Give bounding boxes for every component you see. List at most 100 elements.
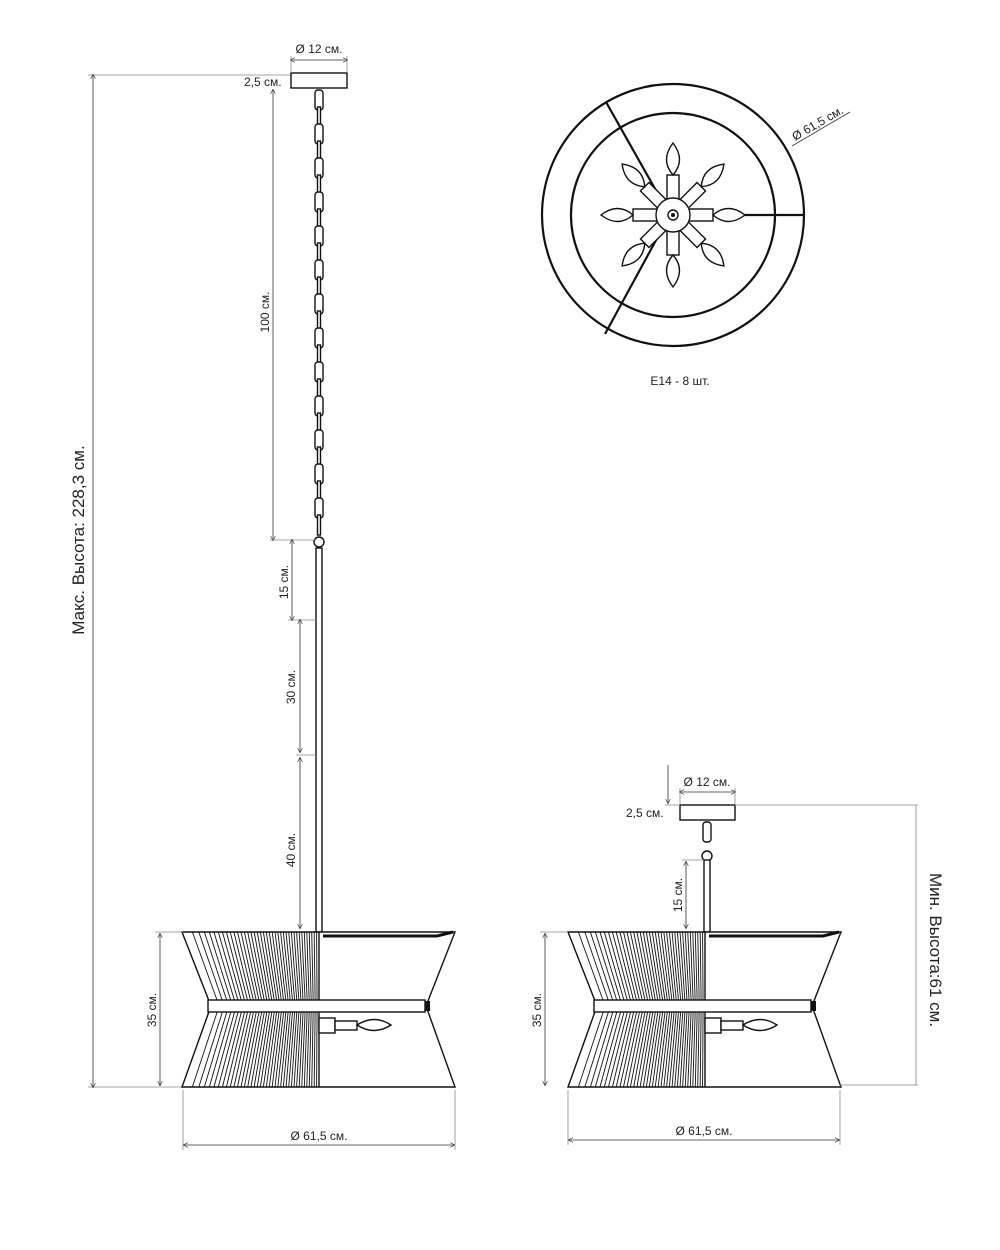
- shade-rib: [584, 931, 611, 1007]
- bulb: [665, 141, 681, 177]
- bulb-arm: [665, 141, 681, 200]
- shade-rib: [599, 931, 623, 1007]
- rod-15-label-right: 15 см.: [671, 878, 685, 912]
- shade-rib: [657, 1005, 669, 1088]
- shade-rib: [308, 1005, 312, 1088]
- shade-rib: [311, 931, 314, 1007]
- shade-rib: [298, 931, 304, 1007]
- shade-rib: [240, 1005, 258, 1088]
- bar-screw: [811, 1001, 816, 1011]
- bulbs-label: E14 - 8 шт.: [650, 374, 709, 388]
- bulb-arm: [621, 163, 667, 209]
- socket: [318, 1017, 336, 1034]
- shade-rib: [293, 931, 300, 1007]
- shade-rib: [280, 931, 290, 1007]
- shade-rib: [285, 1005, 294, 1088]
- shade-rib: [694, 1005, 698, 1088]
- shade-rib: [274, 1005, 285, 1088]
- shade-rib: [237, 1005, 256, 1088]
- shade-rib: [271, 1005, 283, 1088]
- shade-rib: [225, 1005, 247, 1088]
- shade-height-label-left: 35 см.: [145, 993, 159, 1027]
- shade-rib: [603, 931, 627, 1007]
- left-canopy: Ø 12 см. 2,5 см.: [244, 42, 347, 89]
- shade-rib: [615, 1005, 636, 1088]
- shade-rib: [271, 931, 283, 1007]
- shade-rib: [687, 931, 692, 1007]
- shade-rib: [623, 931, 642, 1007]
- bulb: [621, 242, 646, 267]
- shade-rib: [237, 931, 256, 1007]
- shade-rib: [233, 1005, 253, 1088]
- shade-rib: [611, 1005, 633, 1088]
- shade-rib: [288, 931, 296, 1007]
- shade-rib: [594, 931, 619, 1007]
- shade-rib: [247, 1005, 264, 1088]
- left-shade: [180, 930, 457, 1088]
- left-shade-dimensions: 35 см. Ø 61,5 см.: [145, 931, 456, 1150]
- shade-rib: [567, 931, 598, 1007]
- right-rod: 15 см.: [671, 859, 711, 933]
- shade-rib: [298, 1005, 304, 1088]
- shade-rib: [233, 931, 253, 1007]
- shade-rib: [626, 1005, 644, 1088]
- shade-rib: [697, 931, 700, 1007]
- shade-rib: [687, 1005, 692, 1088]
- shade-rib: [243, 931, 261, 1007]
- shade-rib: [629, 931, 647, 1007]
- bulb-arm: [599, 207, 658, 223]
- bulb: [355, 1018, 393, 1032]
- shade-rib: [699, 1005, 702, 1088]
- canopy-diameter-label-right: Ø 12 см.: [684, 775, 731, 789]
- min-height-label: Мин. Высота:61 см.: [926, 873, 945, 1027]
- canopy-height-label: 2,5 см.: [244, 75, 282, 89]
- shade-rib: [181, 1005, 212, 1088]
- shade-rib: [274, 931, 285, 1007]
- shade-rib: [608, 1005, 630, 1088]
- shade-rib: [668, 1005, 678, 1088]
- shade-rib: [660, 1005, 671, 1088]
- shade-rib: [316, 1005, 318, 1088]
- shade-rib: [679, 1005, 686, 1088]
- shade-rib: [280, 1005, 290, 1088]
- shade-rib: [615, 931, 636, 1007]
- top-ring: [709, 930, 840, 938]
- shade-rib: [313, 931, 316, 1007]
- bulb: [621, 163, 646, 188]
- left-rod: 100 см. 15 см. 30 см. 40 см.: [258, 90, 323, 933]
- top-view: Ø 61,5 см. E14 - 8 шт.: [540, 82, 851, 388]
- shade-rib: [282, 931, 292, 1007]
- rod-40-label: 40 см.: [284, 833, 298, 867]
- canopy-height-label-right: 2,5 см.: [626, 806, 664, 820]
- shade-rib: [213, 931, 237, 1007]
- rod-15-label: 15 см.: [277, 565, 291, 599]
- shade-rib: [702, 931, 704, 1007]
- shade-rib: [671, 931, 680, 1007]
- shade-rib: [301, 1005, 306, 1088]
- shade-rib: [642, 1005, 657, 1088]
- shade-diameter-label-right: Ø 61,5 см.: [676, 1124, 733, 1138]
- shade-rib: [577, 1005, 606, 1088]
- chain-link: [316, 514, 322, 536]
- bulb: [665, 253, 681, 289]
- shade-rib: [308, 931, 312, 1007]
- socket: [704, 1017, 722, 1034]
- shade-rib: [229, 1005, 250, 1088]
- shade-rib: [639, 931, 655, 1007]
- shade-rib: [268, 931, 281, 1007]
- min-height-dimension: Мин. Высота:61 см.: [735, 804, 945, 1086]
- shade-height-label-right: 35 см.: [530, 993, 544, 1027]
- shade-rib: [668, 931, 678, 1007]
- bulb: [741, 1018, 779, 1032]
- left-chain: [313, 89, 325, 548]
- right-canopy: Ø 12 см. 2,5 см.: [626, 765, 735, 821]
- shade-rib: [277, 1005, 287, 1088]
- shade-rib: [288, 1005, 296, 1088]
- shade-rib: [265, 931, 278, 1007]
- shade-rib: [191, 1005, 220, 1088]
- shade-rib: [589, 1005, 616, 1088]
- shade-rib: [603, 1005, 627, 1088]
- shade-rib: [608, 931, 630, 1007]
- shade-rib: [311, 1005, 314, 1088]
